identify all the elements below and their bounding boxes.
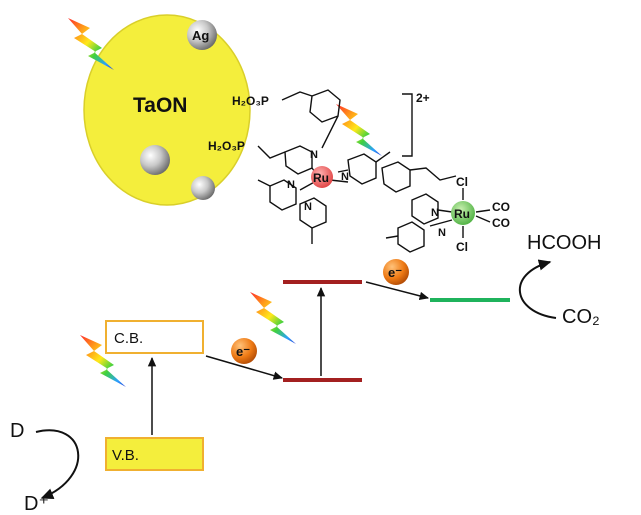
n-label: N — [310, 149, 318, 161]
electron-icon: e⁻ — [383, 259, 409, 285]
n-label: N — [341, 171, 349, 183]
taon-ellipse — [83, 14, 251, 206]
ru-catalyst-atom: Ru — [451, 201, 475, 225]
light-bolt-icon — [336, 104, 382, 156]
product-label: HCOOH — [527, 232, 601, 254]
nitrogen-labels: N N N N N N — [287, 149, 446, 239]
electron-transfer-arrow — [365, 281, 430, 300]
substrate-label: CO₂ — [562, 306, 600, 328]
ru-center-atom: Ru — [311, 166, 333, 188]
taon-label: TaON — [133, 94, 187, 117]
n-label: N — [287, 179, 295, 191]
ag-label: Ag — [192, 28, 209, 43]
cb-label: C.B. — [114, 330, 143, 347]
valence-band: V.B. — [105, 437, 204, 471]
silver-particle-icon — [191, 176, 215, 200]
cl-label-top: Cl — [456, 175, 468, 189]
cl-label-bottom: Cl — [456, 240, 468, 254]
vb-label: V.B. — [112, 447, 139, 464]
n-label: N — [438, 227, 446, 239]
donor-label: D — [10, 420, 24, 442]
co-label-lower: CO — [492, 216, 510, 230]
taon-particle: TaON — [83, 14, 251, 206]
complex-charge: 2+ — [416, 91, 430, 105]
ru-catalyst-label: Ru — [454, 207, 470, 221]
light-bolt-icon — [250, 292, 296, 344]
donor-oxidation-arrow — [35, 429, 80, 499]
conduction-band: C.B. — [105, 320, 204, 354]
n-label: N — [304, 201, 312, 213]
n-label: N — [431, 207, 439, 219]
hole-transfer-arrow — [205, 355, 284, 380]
silver-particle-icon — [140, 145, 170, 175]
electron-label: e⁻ — [236, 344, 250, 359]
co-label-upper: CO — [492, 200, 510, 214]
anchor-upper-label: H₂O₃P — [232, 94, 269, 108]
electron-label: e⁻ — [388, 265, 402, 280]
ru-center-label: Ru — [313, 171, 329, 185]
co2-reduction-arrow — [519, 259, 557, 319]
electron-icon: e⁻ — [231, 338, 257, 364]
anchor-lower-label: H₂O₃P — [208, 139, 245, 153]
silver-particle-icon: Ag — [187, 20, 217, 50]
